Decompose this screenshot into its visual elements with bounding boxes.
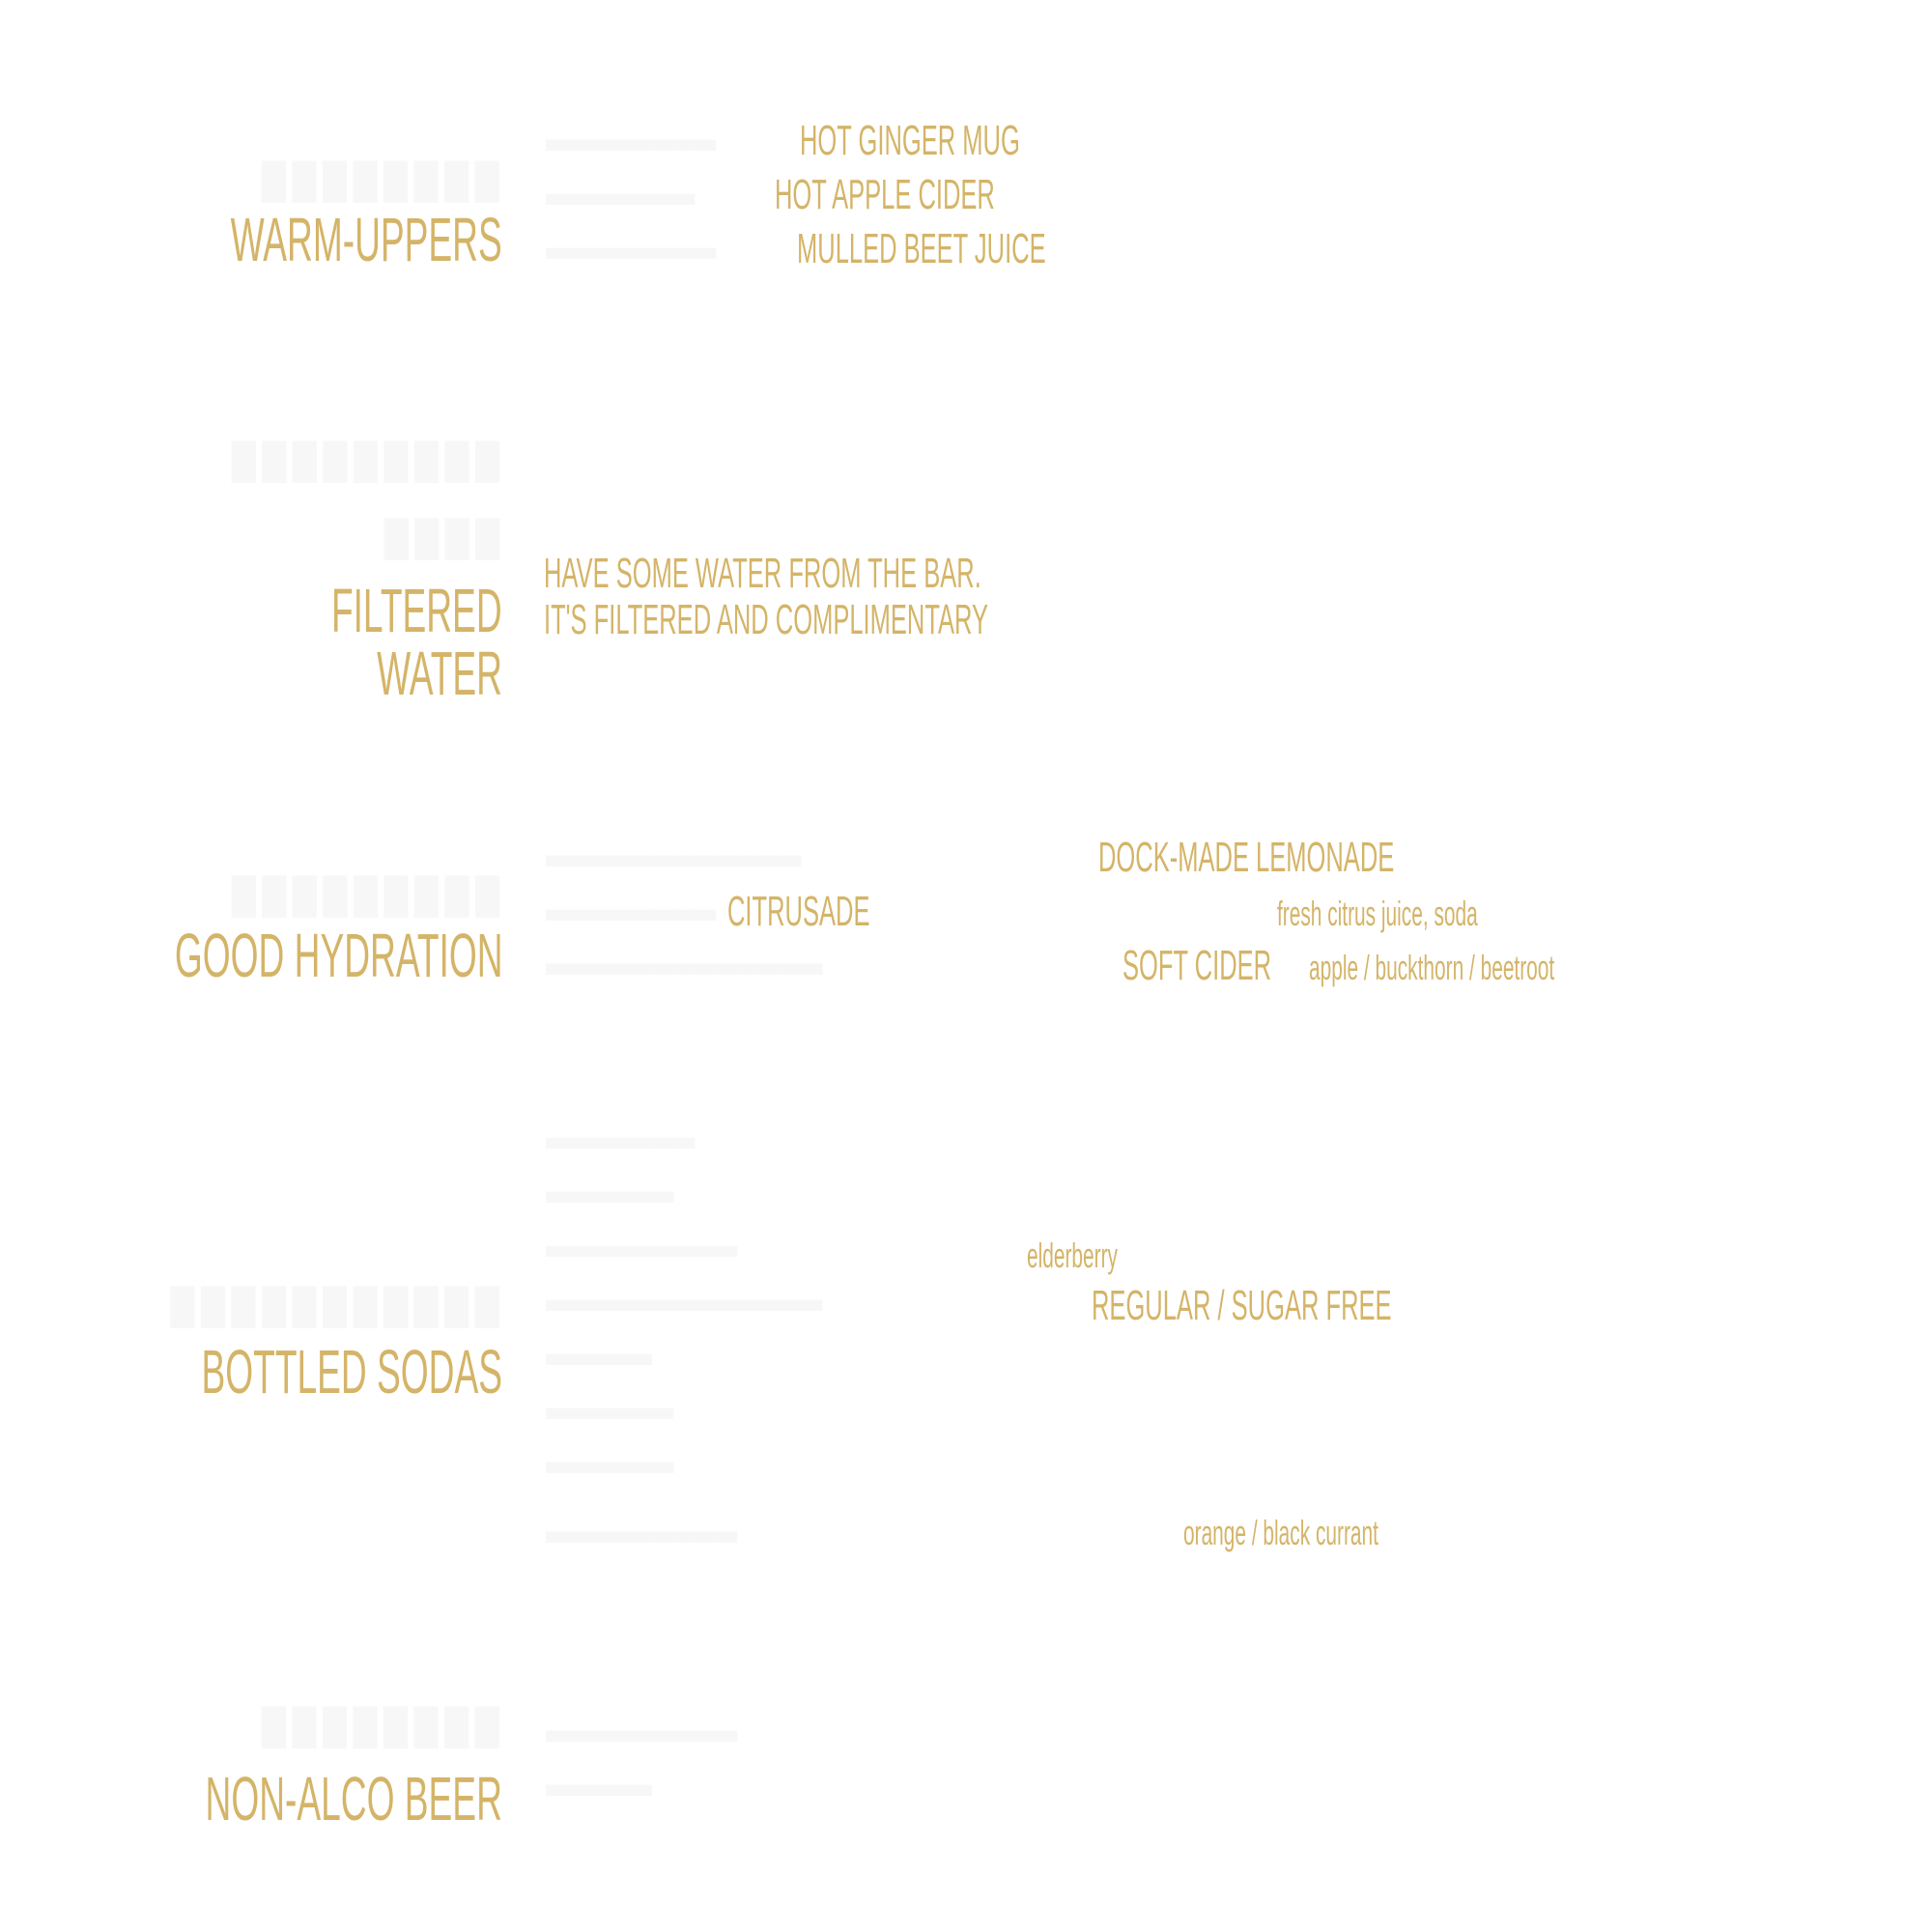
menu-item-dock-made-lemonade: DOCK-MADE LEMONADE xyxy=(1098,834,1395,881)
section-heading-warm-uppers: WARM-UPPERS xyxy=(230,205,502,274)
ghost-text: ▬▬▬▬▬ xyxy=(546,1333,653,1374)
menu-item-soft-cider-desc: apple / buckthorn / beetroot xyxy=(1309,948,1555,987)
ghost-text: ▬▬▬▬▬▬▬ xyxy=(546,1117,696,1157)
menu-item-hot-ginger-mug: HOT GINGER MUG xyxy=(800,117,1020,164)
menu-item-mulled-beet-juice: MULLED BEET JUICE xyxy=(797,225,1046,272)
water-note-line1: HAVE SOME WATER FROM THE BAR. xyxy=(544,550,981,597)
soda-variant-regular-sugar-free: REGULAR / SUGAR FREE xyxy=(1092,1282,1392,1329)
section-ghost-warm-uppers: ■■■■■■■■ xyxy=(258,130,502,227)
ghost-text: ▬▬▬▬▬▬▬▬ xyxy=(546,119,717,159)
ghost-text: ▬▬▬▬▬▬ xyxy=(546,1441,674,1482)
ghost-text: ▬▬▬▬▬▬▬ xyxy=(546,173,696,213)
ghost-text: ▬▬▬▬▬▬▬▬▬▬▬▬▬ xyxy=(546,943,823,983)
ghost-text: ▬▬▬▬▬▬ xyxy=(546,1387,674,1428)
section-heading-filtered-water-line2: WATER xyxy=(377,639,502,708)
section-ghost-filtered-water: ■■■■ xyxy=(380,488,502,584)
water-note-line2: IT'S FILTERED AND COMPLIMENTARY xyxy=(544,596,989,643)
ghost-text: ▬▬▬▬▬▬▬▬▬ xyxy=(546,1225,738,1265)
menu-item-soft-cider: SOFT CIDER xyxy=(1122,942,1272,989)
menu-item-citrusade: CITRUSADE xyxy=(727,888,870,935)
menu-item-hot-apple-cider: HOT APPLE CIDER xyxy=(775,171,995,218)
ghost-text: ▬▬▬▬▬ xyxy=(546,1764,653,1804)
section-heading-good-hydration: GOOD HYDRATION xyxy=(174,921,502,990)
ghost-text: ▬▬▬▬▬▬▬▬ xyxy=(546,889,717,929)
section-ghost-bottled-sodas: ■■■■■■■■■■■ xyxy=(167,1256,502,1352)
ghost-text: ▬▬▬▬▬▬ xyxy=(546,1171,674,1211)
ghost-text: ▬▬▬▬▬▬▬▬ xyxy=(546,227,717,268)
ghost-text: ▬▬▬▬▬▬▬▬▬▬▬▬ xyxy=(546,835,802,875)
soda-desc-orange-black-currant: orange / black currant xyxy=(1183,1513,1378,1552)
ghost-text: ▬▬▬▬▬▬▬▬▬▬▬▬▬ xyxy=(546,1279,823,1320)
section-heading-filtered-water-line1: FILTERED xyxy=(331,576,502,645)
section-ghost-good-hydration: ■■■■■■■■■ xyxy=(228,845,502,942)
menu-item-citrusade-desc: fresh citrus juice, soda xyxy=(1277,894,1478,933)
section-heading-non-alco-beer: NON-ALCO BEER xyxy=(205,1764,502,1833)
ghost-text: ▬▬▬▬▬▬▬▬▬ xyxy=(546,1511,738,1551)
section-heading-bottled-sodas: BOTTLED SODAS xyxy=(201,1337,502,1406)
section-ghost-filtered-water: ■■■■■■■■■ xyxy=(228,411,502,507)
soda-desc-elderberry: elderberry xyxy=(1027,1236,1119,1275)
ghost-text: ▬▬▬▬▬▬▬▬▬ xyxy=(546,1710,738,1750)
section-ghost-non-alco-beer: ■■■■■■■■ xyxy=(258,1676,502,1773)
